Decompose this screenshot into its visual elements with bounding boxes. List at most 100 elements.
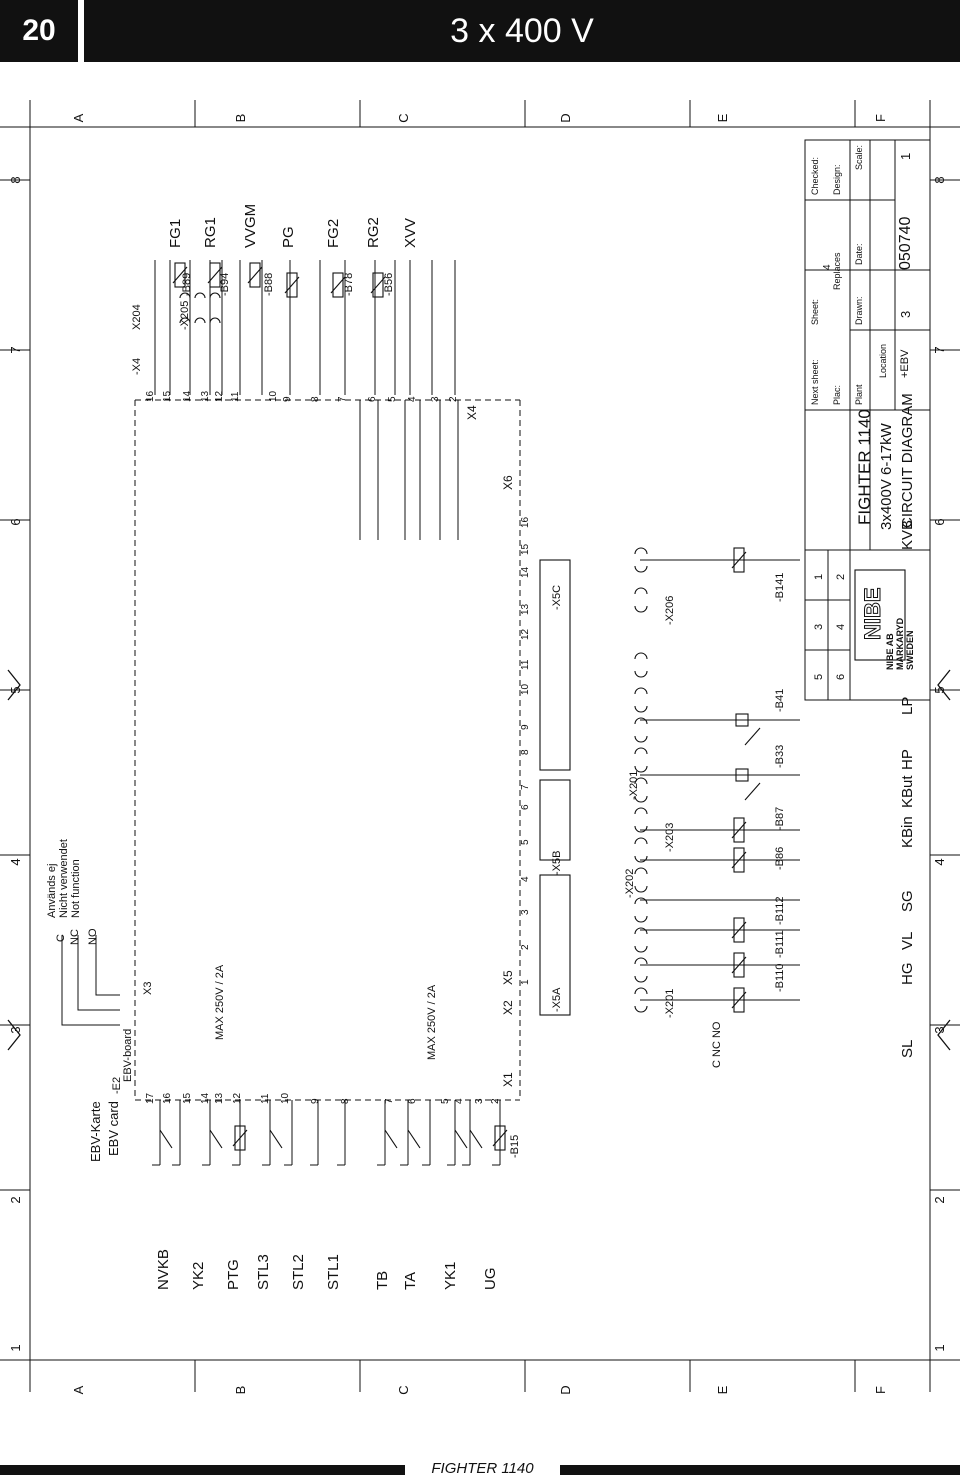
connector-pin [634, 975, 648, 983]
col-number: 6 [8, 518, 23, 525]
row-letter: D [558, 113, 573, 122]
component-label: HG [899, 963, 916, 986]
connector-pin [209, 292, 221, 299]
component-label: TA [402, 1272, 419, 1290]
terminal-number: 14 [520, 566, 531, 578]
legend-line: Används ej [46, 864, 58, 918]
terminal-number: 17 [145, 1092, 156, 1104]
title-subtitle: 3x400V 6-17kW [878, 422, 895, 530]
terminal-number: 1 [520, 979, 531, 985]
component-label: TB [374, 1271, 391, 1290]
terminal-number: 5 [440, 1098, 451, 1104]
sensor-label: -B41 [774, 689, 786, 712]
field-location: Location [878, 344, 888, 378]
switch-symbol [269, 1129, 283, 1149]
connector-pin [634, 747, 648, 755]
col-number: 2 [8, 1196, 23, 1203]
pressure-switch-symbol [735, 768, 749, 782]
rev-cell: 5 [813, 674, 825, 680]
connector-x202: -X202 [624, 869, 636, 898]
sensor-label: -B110 [774, 963, 786, 992]
sensor-label: -B78 [343, 273, 355, 296]
terminal-number: 5 [387, 396, 398, 402]
terminal-number: 10 [280, 1092, 291, 1104]
col-number: 5 [932, 686, 947, 693]
row-letter: F [873, 114, 888, 122]
row-letter: C [396, 113, 411, 122]
col-number: 1 [8, 1344, 23, 1351]
connector-pin [634, 855, 648, 863]
connector-pin [634, 1005, 648, 1013]
wire [77, 935, 120, 1011]
rev-cell: 2 [835, 574, 847, 580]
sensor-label: -B89 [181, 273, 193, 296]
connector-pin [634, 587, 648, 595]
component-label: RG1 [202, 217, 219, 248]
sensor-label: -B111 [774, 930, 786, 958]
terminal-number: 10 [520, 683, 531, 695]
terminal-number: 5 [520, 839, 531, 845]
switch-symbol [209, 1129, 223, 1149]
row-letter: E [715, 113, 730, 122]
component-label: YK1 [442, 1262, 459, 1290]
terminal-number: 14 [200, 1092, 211, 1104]
terminal-block [539, 874, 571, 1016]
component-label: NVKB [155, 1249, 172, 1290]
terminal-number: 15 [182, 1092, 193, 1104]
connector-x206: -X206 [664, 596, 676, 625]
component-label: LP [899, 697, 916, 715]
sensor-label: -B88 [263, 273, 275, 296]
connector-pin [179, 317, 191, 324]
connector-cnc: C NC NO [711, 1021, 723, 1068]
connector-pin [194, 317, 206, 324]
terminal-number: 11 [520, 659, 531, 670]
connector-pin [179, 292, 191, 299]
resistor-symbol [172, 266, 188, 284]
connector-x3: X3 [142, 982, 154, 995]
switch-symbol [384, 1129, 398, 1149]
field-replaces: Replaces [832, 252, 842, 290]
component-label: KVB [899, 520, 916, 550]
terminal-number: 6 [407, 1098, 418, 1104]
rev-cell: 1 [813, 574, 825, 580]
component-label: STL3 [255, 1254, 272, 1290]
connector-x5a: -X5A [551, 987, 563, 1012]
row-letter: B [233, 1386, 248, 1395]
resistor-symbol [733, 817, 745, 843]
terminal-number: 14 [182, 390, 193, 402]
terminal-number: 16 [520, 516, 531, 528]
component-label: FG1 [167, 219, 184, 248]
component-label: HP [899, 749, 916, 770]
sensor-label: -B87 [774, 807, 786, 830]
field-scale: Scale: [854, 145, 864, 170]
field-date: Date: [854, 243, 864, 265]
row-letter: C [396, 1385, 411, 1394]
terminal-number: 6 [520, 804, 531, 810]
field-checked: Checked: [810, 157, 820, 195]
card-board: EBV-board [122, 1029, 134, 1082]
sensor-label: -B33 [774, 745, 786, 768]
connector-x201: -X201 [628, 771, 640, 800]
field-location-value: +EBV [899, 349, 911, 378]
field-design: Design: [832, 164, 842, 195]
brand-logo: NIBE [860, 587, 885, 640]
terminal-number: 15 [162, 390, 173, 402]
connector-x204: X204 [131, 304, 143, 330]
resistor-symbol [494, 1125, 506, 1151]
component-label: FG2 [325, 219, 342, 248]
connector-pin [634, 705, 648, 713]
col-number: 4 [8, 858, 23, 865]
resistor-symbol [731, 956, 747, 974]
terminal-number: 16 [162, 1092, 173, 1104]
connector-pin [634, 795, 648, 803]
terminal-block [539, 559, 571, 771]
connector-x6: X6 [501, 475, 515, 490]
resistor-symbol [731, 551, 747, 569]
component-label: VVGM [242, 204, 259, 248]
connector-x205: -X205 [179, 301, 191, 330]
connector-pin [634, 670, 648, 678]
legend-code: NC [69, 929, 81, 945]
rating: MAX 250V / 2A [426, 984, 438, 1060]
connector-x4b: X4 [465, 405, 479, 420]
